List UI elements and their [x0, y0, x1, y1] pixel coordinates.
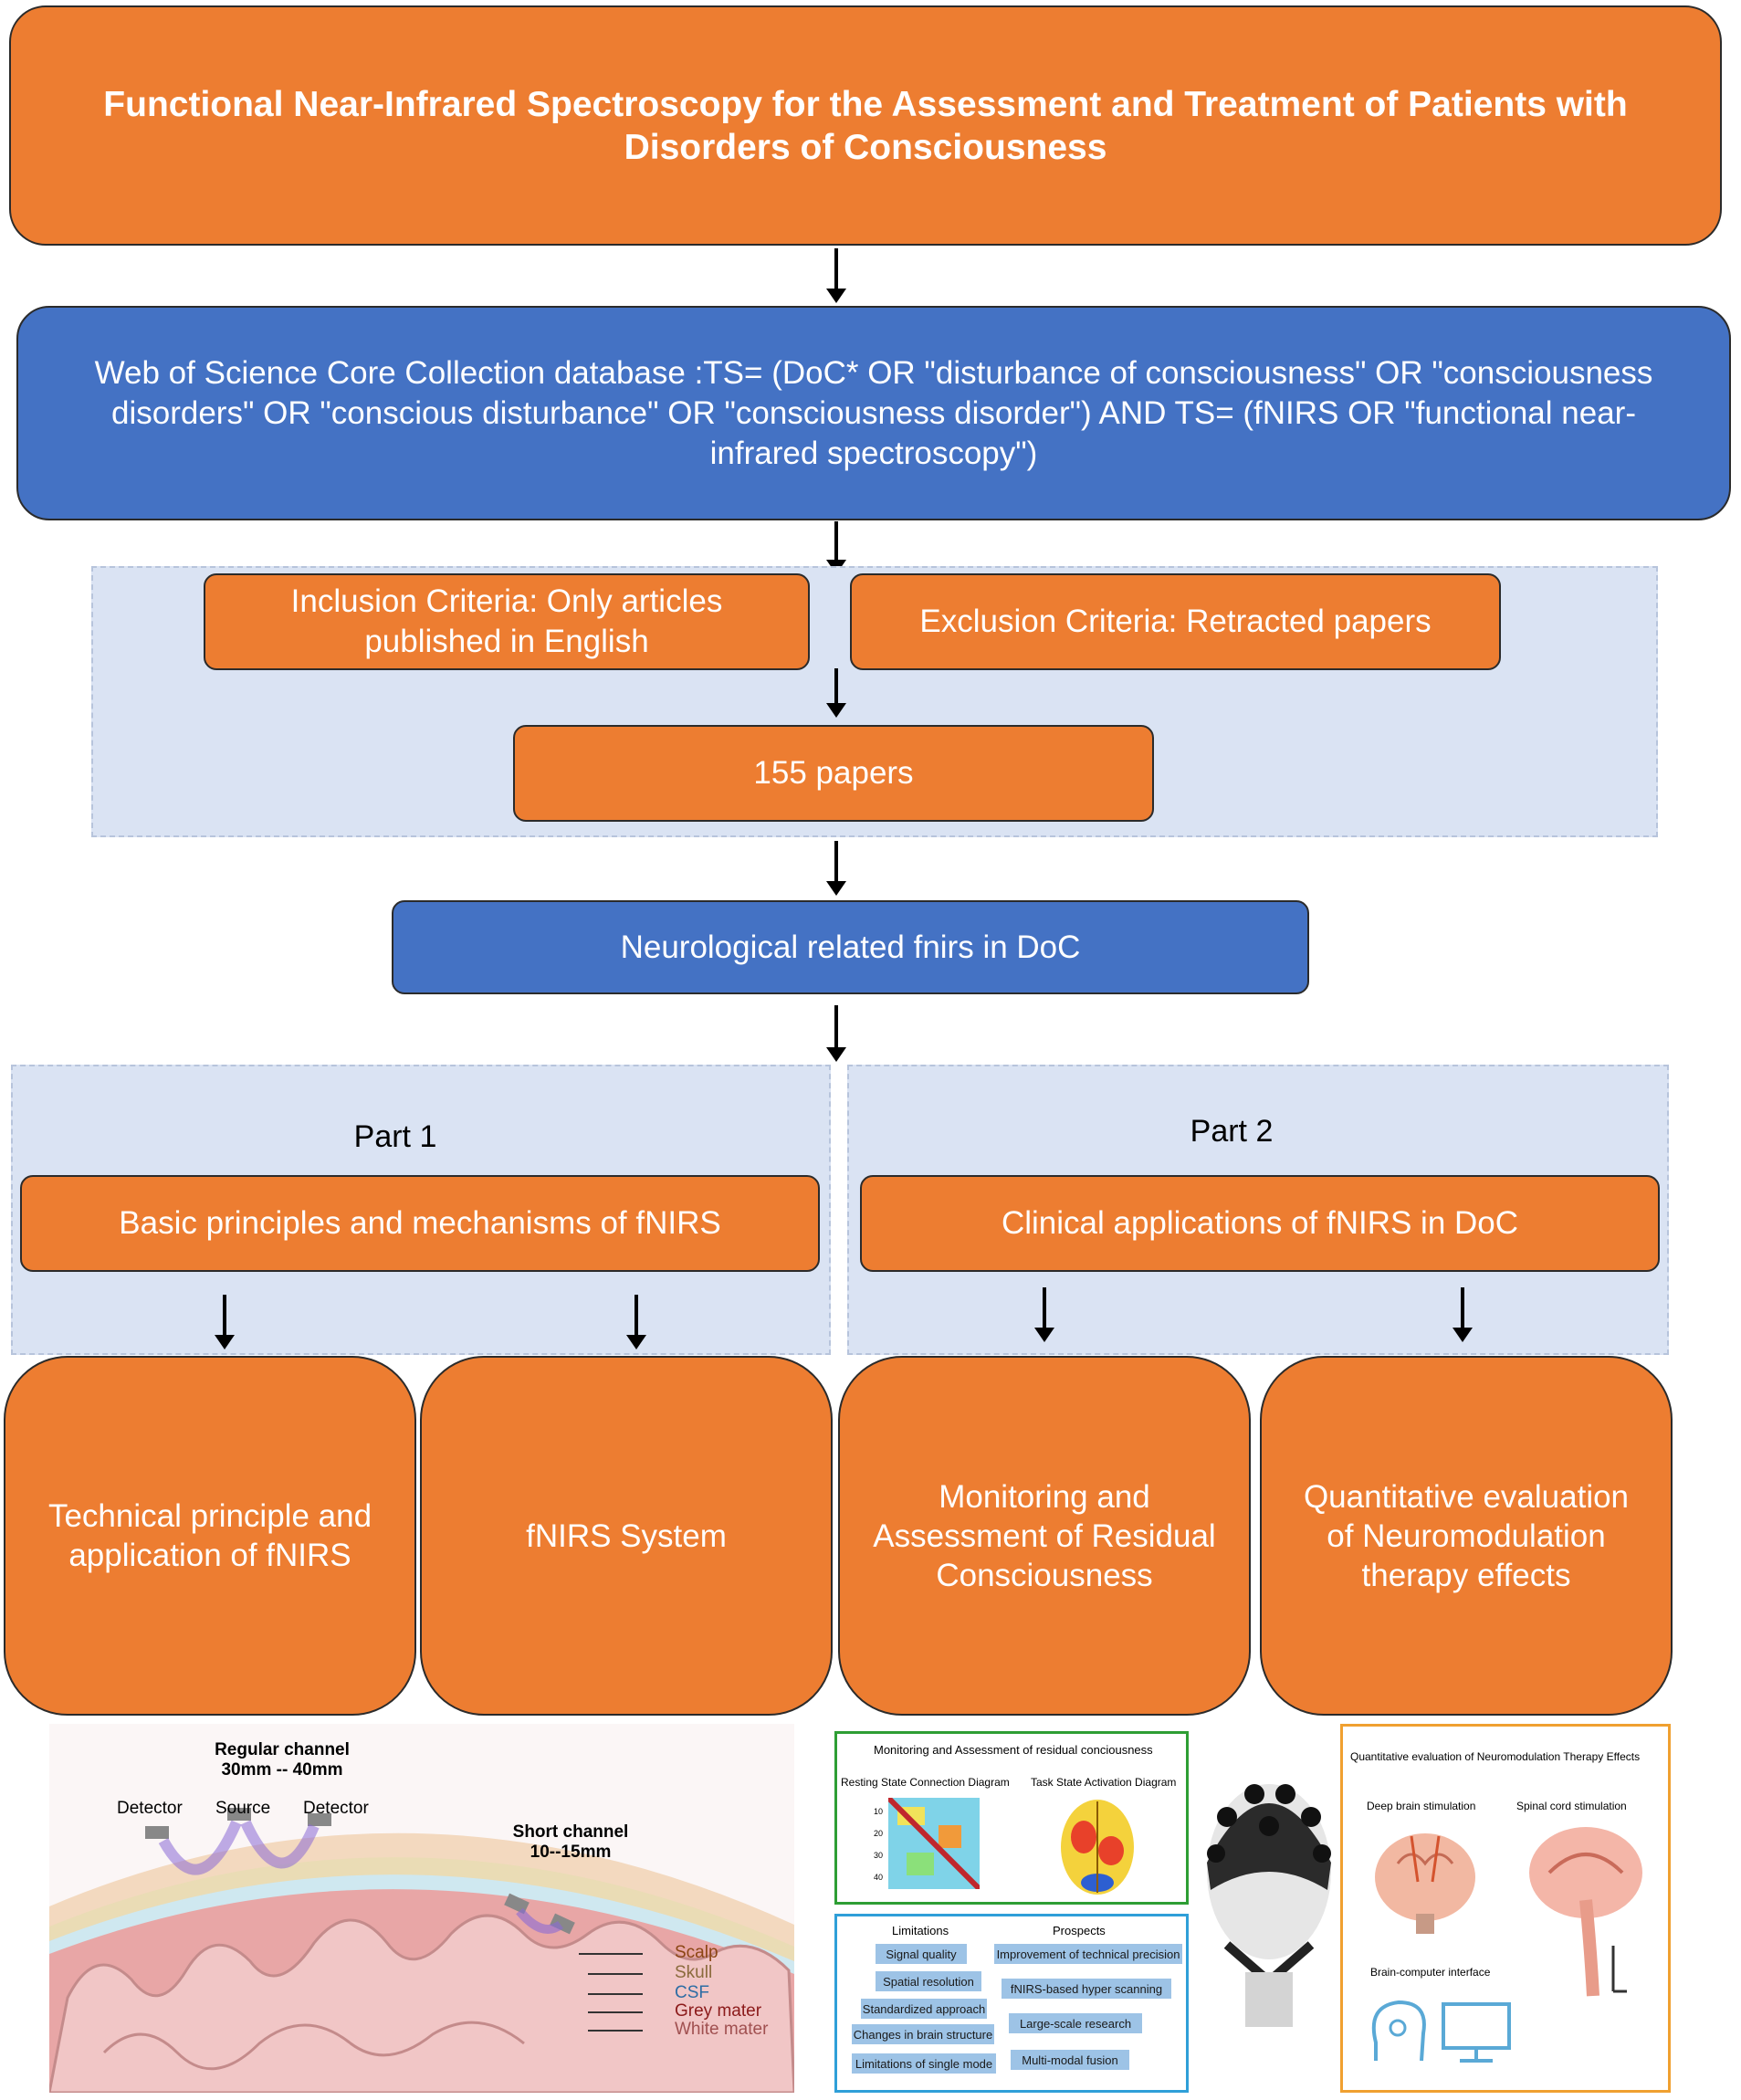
scs-spine-drawing	[1529, 1827, 1642, 1997]
query-text: Web of Science Core Collection database …	[94, 354, 1653, 471]
inclusion-text: Inclusion Criteria: Only articles publis…	[290, 583, 723, 659]
monitoring-figure: Monitoring and Assessment of residual co…	[834, 1731, 1189, 1905]
fnirs-cap-mannequin	[1207, 1784, 1331, 2027]
layer-skull-label: Skull	[675, 1963, 713, 1982]
task-state-caption: Task State Activation Diagram	[1031, 1776, 1177, 1789]
prospect-chip-4: Multi-modal fusion	[1011, 2050, 1129, 2070]
dbs-label: Deep brain stimulation	[1367, 1800, 1476, 1812]
diagram-title: Functional Near-Infrared Spectroscopy fo…	[103, 84, 1628, 167]
technical-principle-box: Technical principle and application of f…	[4, 1356, 416, 1716]
monitoring-figure-title: Monitoring and Assessment of residual co…	[874, 1743, 1153, 1757]
arrow-title-to-query	[826, 248, 846, 303]
bci-label: Brain-computer interface	[1370, 1966, 1491, 1979]
detector-left-label: Detector	[117, 1799, 183, 1818]
regular-channel-text: Regular channel	[215, 1740, 350, 1759]
papers-text: 155 papers	[753, 755, 914, 791]
fnirs-system-box: fNIRS System	[420, 1356, 833, 1716]
neuromod-figure-title: Quantitative evaluation of Neuromodulati…	[1350, 1750, 1641, 1763]
detector-right-label: Detector	[303, 1799, 369, 1818]
exclusion-box: Exclusion Criteria: Retracted papers	[850, 573, 1501, 670]
part2-heading-box: Clinical applications of fNIRS in DoC	[860, 1175, 1660, 1272]
brain-activation-map	[1061, 1800, 1134, 1895]
arrow-part2-left	[1034, 1287, 1054, 1342]
part1-heading-text: Basic principles and mechanisms of fNIRS	[119, 1205, 721, 1241]
layer-scalp-label: Scalp	[675, 1943, 718, 1962]
scs-label: Spinal cord stimulation	[1516, 1800, 1627, 1812]
monitoring-box: Monitoring and Assessment of Residual Co…	[838, 1356, 1251, 1716]
head-cross-section-drawing	[49, 1808, 794, 2093]
layer-white-label: White mater	[675, 2020, 769, 2039]
part2-heading-text: Clinical applications of fNIRS in DoC	[1001, 1205, 1519, 1241]
bci-head-icon	[1371, 2000, 1426, 2062]
inclusion-box: Inclusion Criteria: Only articles publis…	[204, 573, 810, 670]
neuro-text: Neurological related fnirs in DoC	[620, 929, 1081, 965]
regular-range-text: 30mm -- 40mm	[221, 1760, 343, 1780]
papers-box: 155 papers	[513, 725, 1154, 822]
matrix-tick-10: 10	[874, 1807, 884, 1816]
neuromodulation-box: Quantitative evaluation of Neuromodulati…	[1260, 1356, 1673, 1716]
arrow-criteria-to-papers	[826, 668, 846, 718]
layer-csf-label: CSF	[675, 1983, 709, 2002]
dbs-brain-drawing	[1375, 1833, 1475, 1934]
fnirs-system-text: fNIRS System	[526, 1517, 727, 1554]
arrow-part1-left	[215, 1295, 235, 1349]
short-channel-text: Short channel	[512, 1822, 629, 1842]
prospect-chip-3: Large-scale research	[1009, 2013, 1142, 2033]
arrow-neuro-to-parts	[826, 1005, 846, 1062]
neuromodulation-figure: Quantitative evaluation of Neuromodulati…	[1340, 1724, 1671, 2093]
exclusion-text: Exclusion Criteria: Retracted papers	[919, 604, 1432, 639]
arrow-part1-right	[626, 1295, 646, 1349]
short-range-text: 10--15mm	[530, 1843, 612, 1862]
query-box: Web of Science Core Collection database …	[16, 306, 1731, 520]
neuro-box: Neurological related fnirs in DoC	[392, 900, 1309, 994]
limitation-chip-5: Limitations of single mode	[852, 2053, 996, 2074]
limitations-title: Limitations	[892, 1924, 949, 1937]
resting-state-caption: Resting State Connection Diagram	[841, 1776, 1010, 1789]
prospects-title: Prospects	[1053, 1924, 1106, 1937]
source-label: Source	[215, 1799, 271, 1818]
arrow-papers-to-neuro	[826, 841, 846, 896]
layer-grey-label: Grey mater	[675, 2001, 762, 2021]
short-channel-label: Short channel 10--15mm	[493, 1822, 648, 1863]
matrix-tick-40: 40	[874, 1873, 884, 1882]
title-box: Functional Near-Infrared Spectroscopy fo…	[9, 5, 1722, 246]
part1-heading-box: Basic principles and mechanisms of fNIRS	[20, 1175, 820, 1272]
bci-monitor-icon	[1442, 2002, 1511, 2063]
limitation-chip-3: Standardized approach	[861, 1999, 987, 2019]
part2-label: Part 2	[1190, 1114, 1274, 1149]
arrow-part2-right	[1453, 1287, 1473, 1342]
limitation-chip-2: Spatial resolution	[876, 1971, 981, 1991]
neuromodulation-text: Quantitative evaluation of Neuromodulati…	[1303, 1478, 1630, 1593]
part1-label: Part 1	[353, 1119, 437, 1154]
limitation-chip-1: Signal quality	[876, 1944, 967, 1964]
limitations-figure: Limitations Prospects Signal quality Spa…	[834, 1914, 1189, 2093]
matrix-tick-20: 20	[874, 1829, 884, 1838]
regular-channel-label: Regular channel 30mm -- 40mm	[182, 1740, 383, 1780]
limitation-chip-4: Changes in brain structure	[852, 2024, 994, 2044]
fnirs-principle-figure: Regular channel 30mm -- 40mm Detector So…	[49, 1724, 794, 2093]
technical-principle-text: Technical principle and application of f…	[47, 1498, 372, 1573]
prospect-chip-2: fNIRS-based hyper scanning	[1002, 1979, 1171, 1999]
arrow-query-to-criteria	[826, 521, 846, 574]
monitoring-text: Monitoring and Assessment of Residual Co…	[873, 1478, 1216, 1593]
matrix-tick-30: 30	[874, 1851, 884, 1860]
prospect-chip-1: Improvement of technical precision	[994, 1944, 1182, 1964]
connectivity-matrix	[888, 1798, 980, 1889]
